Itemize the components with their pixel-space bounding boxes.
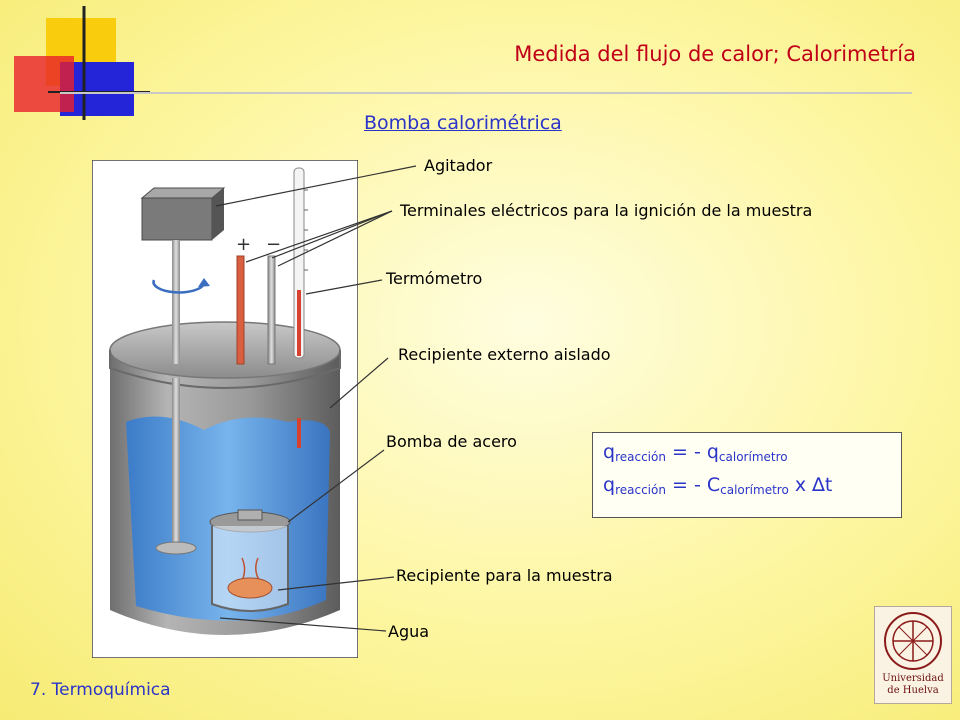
university-logo: Universidad de Huelva bbox=[874, 606, 952, 704]
label-termometro: Termómetro bbox=[386, 269, 483, 288]
rotation-arrowhead-icon bbox=[198, 278, 210, 287]
slide-title: Medida del flujo de calor; Calorimetría bbox=[514, 42, 916, 66]
rotation-arrow-icon bbox=[152, 279, 206, 294]
slide-subtitle: Bomba calorimétrica bbox=[364, 112, 562, 134]
stirrer-motor-top bbox=[140, 187, 226, 199]
formula-line-2: qreacción = - Ccalorímetro x ∆t bbox=[603, 474, 901, 497]
formula-line-1: qreacción = - qcalorímetro bbox=[603, 441, 901, 464]
lid-edge bbox=[109, 350, 341, 389]
thermometer-mercury bbox=[297, 290, 301, 356]
stirrer-shaft-lower bbox=[172, 378, 180, 544]
formula-1-subscript: reacción bbox=[615, 450, 666, 464]
stirrer-shaft bbox=[172, 240, 180, 364]
positive-terminal-sign: + bbox=[236, 234, 251, 255]
formula-2-rhs-subscript: calorímetro bbox=[720, 483, 789, 498]
formula-1-rhs-subscript: calorímetro bbox=[718, 450, 788, 464]
sample-cup bbox=[227, 577, 273, 599]
label-terminales: Terminales eléctricos para la ignición d… bbox=[400, 201, 813, 220]
negative-terminal-sign: − bbox=[266, 234, 281, 255]
label-agitador: Agitador bbox=[424, 156, 493, 175]
formula-2-rhs: = - C bbox=[665, 474, 721, 497]
university-name-line-1: Universidad bbox=[882, 673, 944, 684]
outer-vessel-lid bbox=[110, 322, 340, 378]
label-recipiente-muestra: Recipiente para la muestra bbox=[396, 566, 613, 585]
formula-2-tail: x ∆t bbox=[788, 474, 833, 497]
formula-2-symbol: q bbox=[603, 474, 616, 497]
thermometer-bulb-stem bbox=[297, 418, 301, 448]
formula-box: qreacción = - qcalorímetro qreacción = -… bbox=[592, 432, 902, 518]
stirrer-paddle bbox=[155, 541, 197, 555]
section-footer: 7. Termoquímica bbox=[30, 680, 171, 700]
positive-terminal-rod bbox=[236, 255, 245, 365]
formula-2-subscript: reacción bbox=[615, 483, 666, 498]
bomb-calorimeter-diagram: + − bbox=[92, 160, 358, 658]
label-recipiente-externo: Recipiente externo aislado bbox=[398, 345, 611, 364]
steel-bomb-valve bbox=[237, 509, 263, 521]
formula-1-symbol: q bbox=[603, 441, 616, 463]
corner-decoration bbox=[14, 6, 150, 120]
negative-terminal-rod bbox=[267, 255, 276, 365]
university-name-line-2: de Huelva bbox=[887, 685, 939, 696]
label-bomba: Bomba de acero bbox=[386, 432, 517, 451]
formula-1-rhs: = - q bbox=[665, 441, 719, 463]
label-agua: Agua bbox=[388, 622, 430, 641]
university-seal-icon bbox=[884, 612, 942, 670]
deco-red-square bbox=[14, 56, 74, 112]
stirrer-motor bbox=[141, 197, 213, 241]
title-divider bbox=[60, 92, 912, 94]
university-name: Universidad de Huelva bbox=[875, 673, 951, 697]
